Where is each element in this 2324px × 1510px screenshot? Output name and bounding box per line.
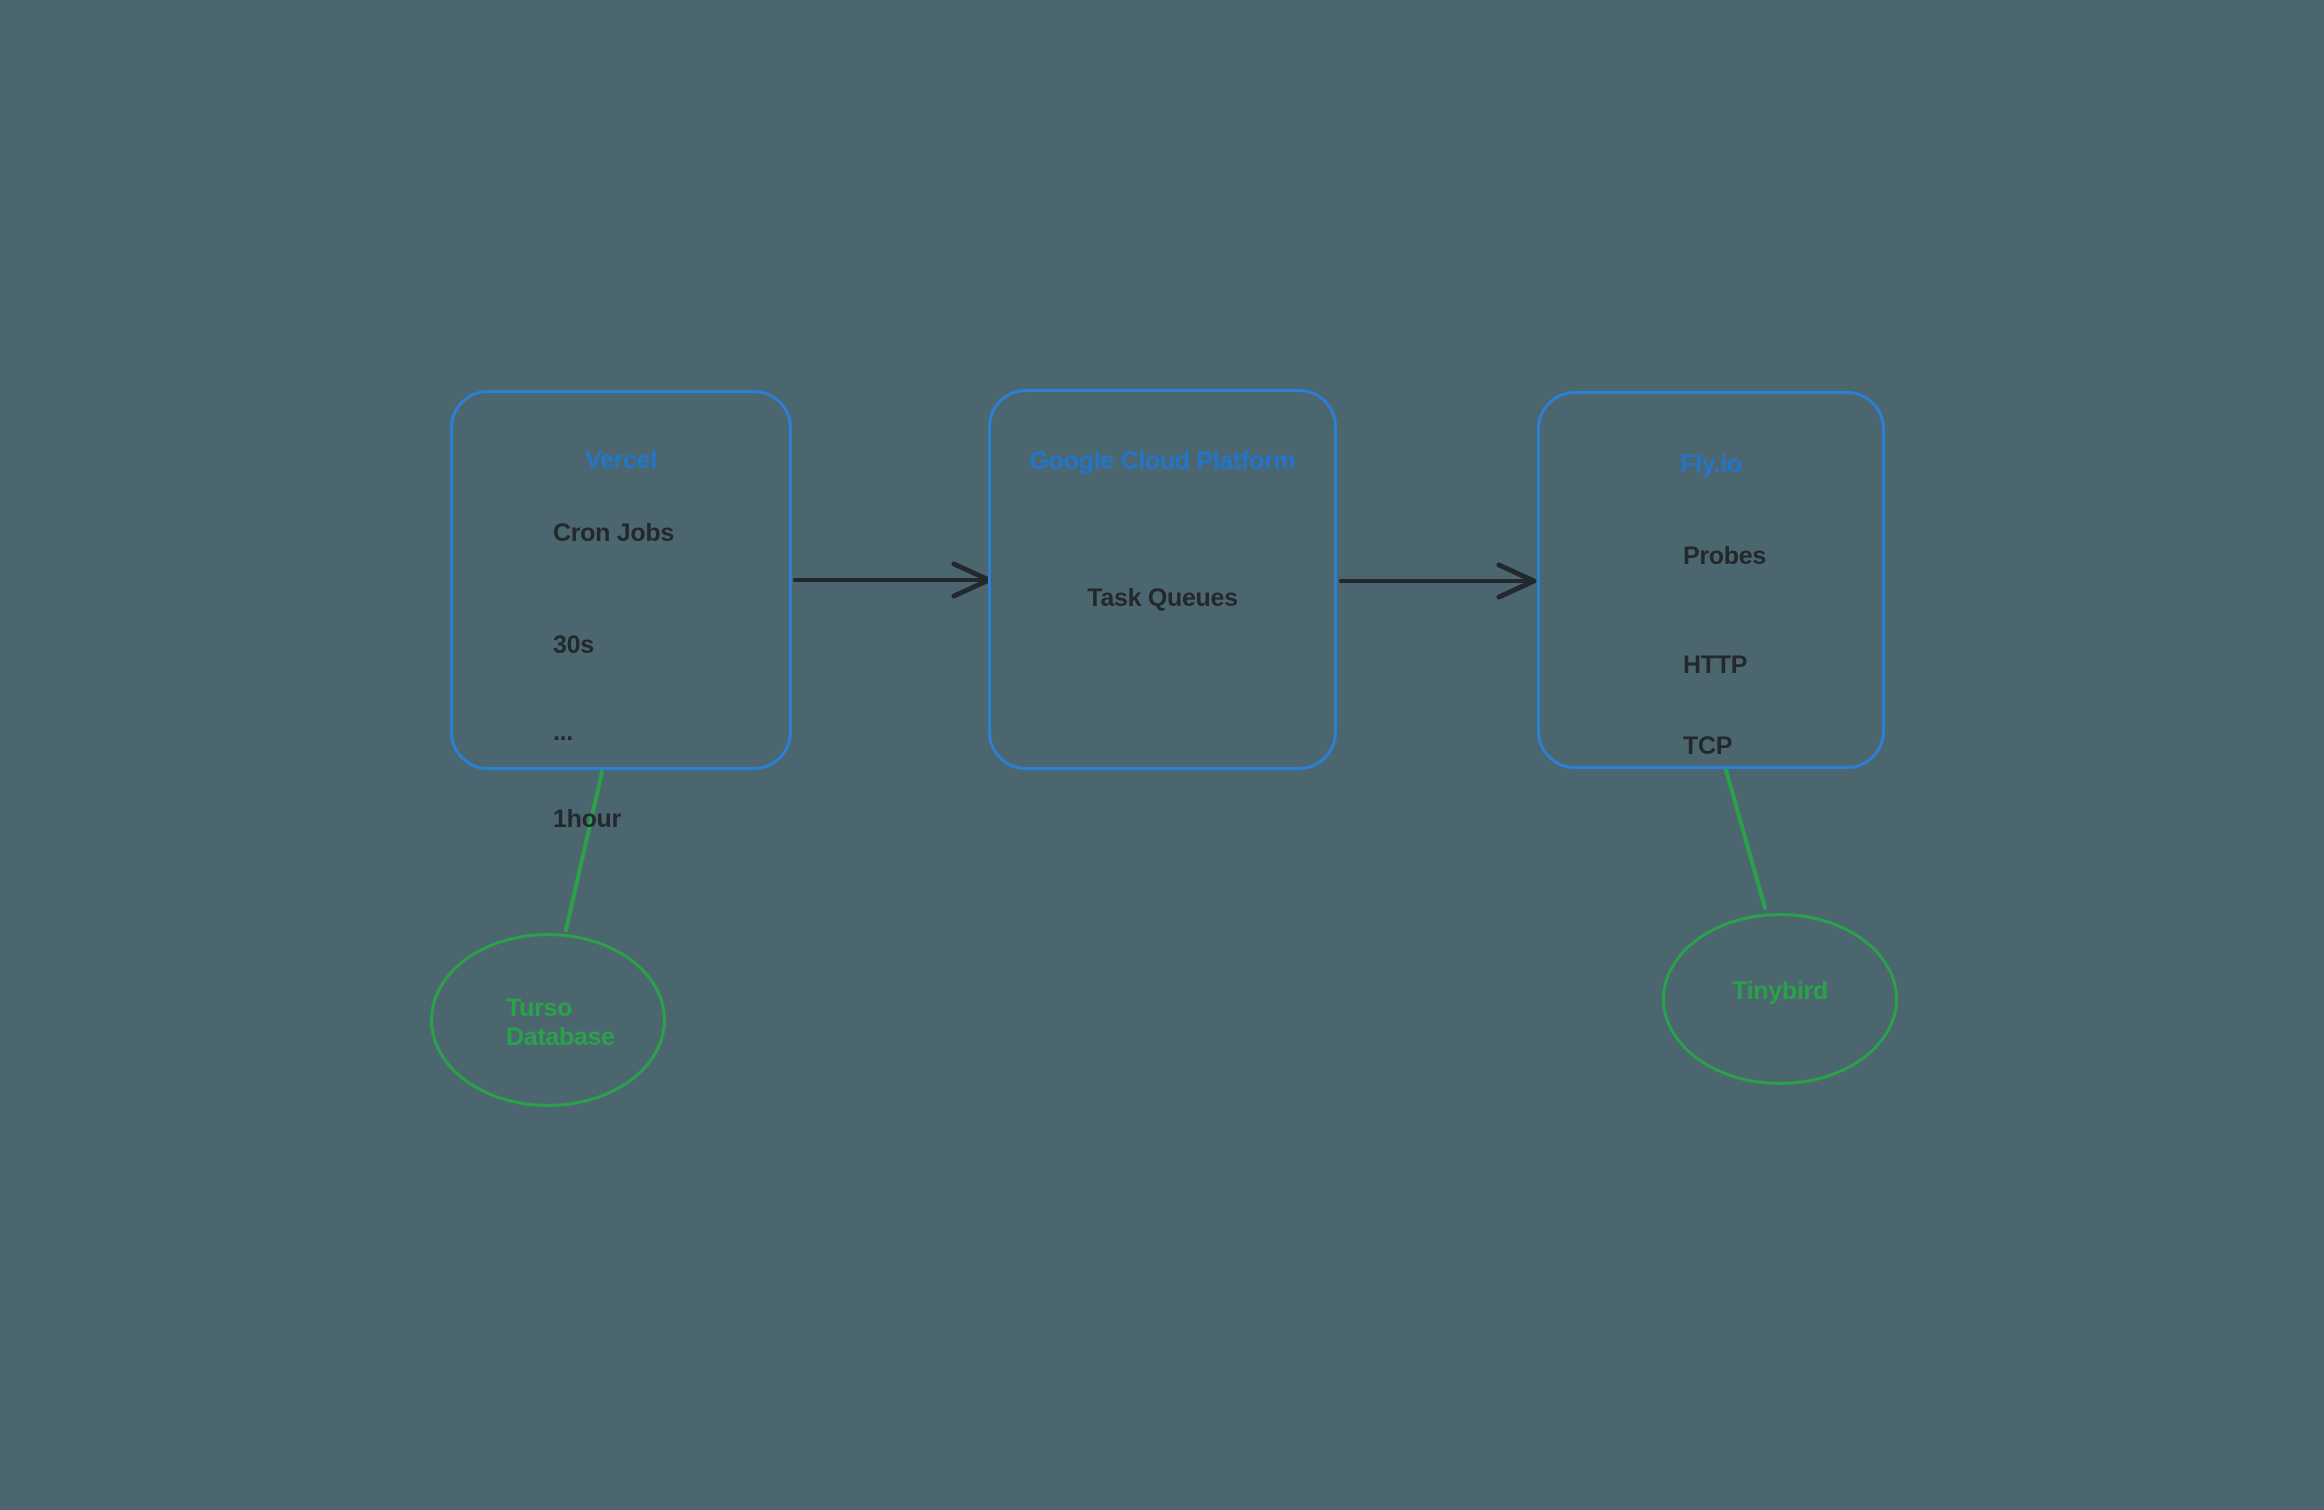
node-flyio-item: TCP: [1683, 732, 1733, 760]
node-vercel-item: 1hour: [553, 805, 621, 833]
node-flyio-item: HTTP: [1683, 651, 1748, 679]
node-google-cloud-platform[interactable]: Google Cloud Platform Task Queues: [988, 389, 1337, 770]
arrow-vercel-to-gcp[interactable]: [793, 561, 992, 599]
node-flyio-items: HTTP TCP: [1683, 598, 1747, 814]
line-flyio-to-tinybird[interactable]: [1724, 768, 1767, 910]
node-turso-database[interactable]: Turso Database: [430, 933, 666, 1107]
node-turso-label-line: Turso: [506, 994, 573, 1022]
node-flyio-title: Fly.io: [1680, 450, 1742, 478]
arrow-gcp-to-flyio[interactable]: [1339, 562, 1537, 600]
node-flyio[interactable]: Fly.io Probes HTTP TCP: [1537, 391, 1885, 769]
node-vercel[interactable]: Vercel Cron Jobs 30s ... 1hour: [450, 390, 792, 833]
node-gcp-subtitle: Task Queues: [1087, 584, 1238, 612]
node-vercel-items: 30s ... 1hour: [553, 573, 621, 892]
node-vercel-title: Vercel: [585, 446, 657, 474]
node-tinybird[interactable]: Tinybird: [1662, 913, 1898, 1085]
node-gcp-title: Google Cloud Platform: [1029, 447, 1296, 475]
node-tinybird-label: Tinybird: [1732, 977, 1828, 1005]
node-vercel-item: 30s: [553, 631, 594, 659]
node-turso-label-line: Database: [506, 1023, 615, 1051]
node-turso-label: Turso Database: [506, 994, 615, 1052]
node-vercel-subtitle: Cron Jobs: [553, 519, 674, 547]
line-vercel-to-turso[interactable]: [564, 770, 604, 932]
node-flyio-subtitle: Probes: [1683, 542, 1766, 570]
node-vercel-item: ...: [553, 718, 573, 746]
